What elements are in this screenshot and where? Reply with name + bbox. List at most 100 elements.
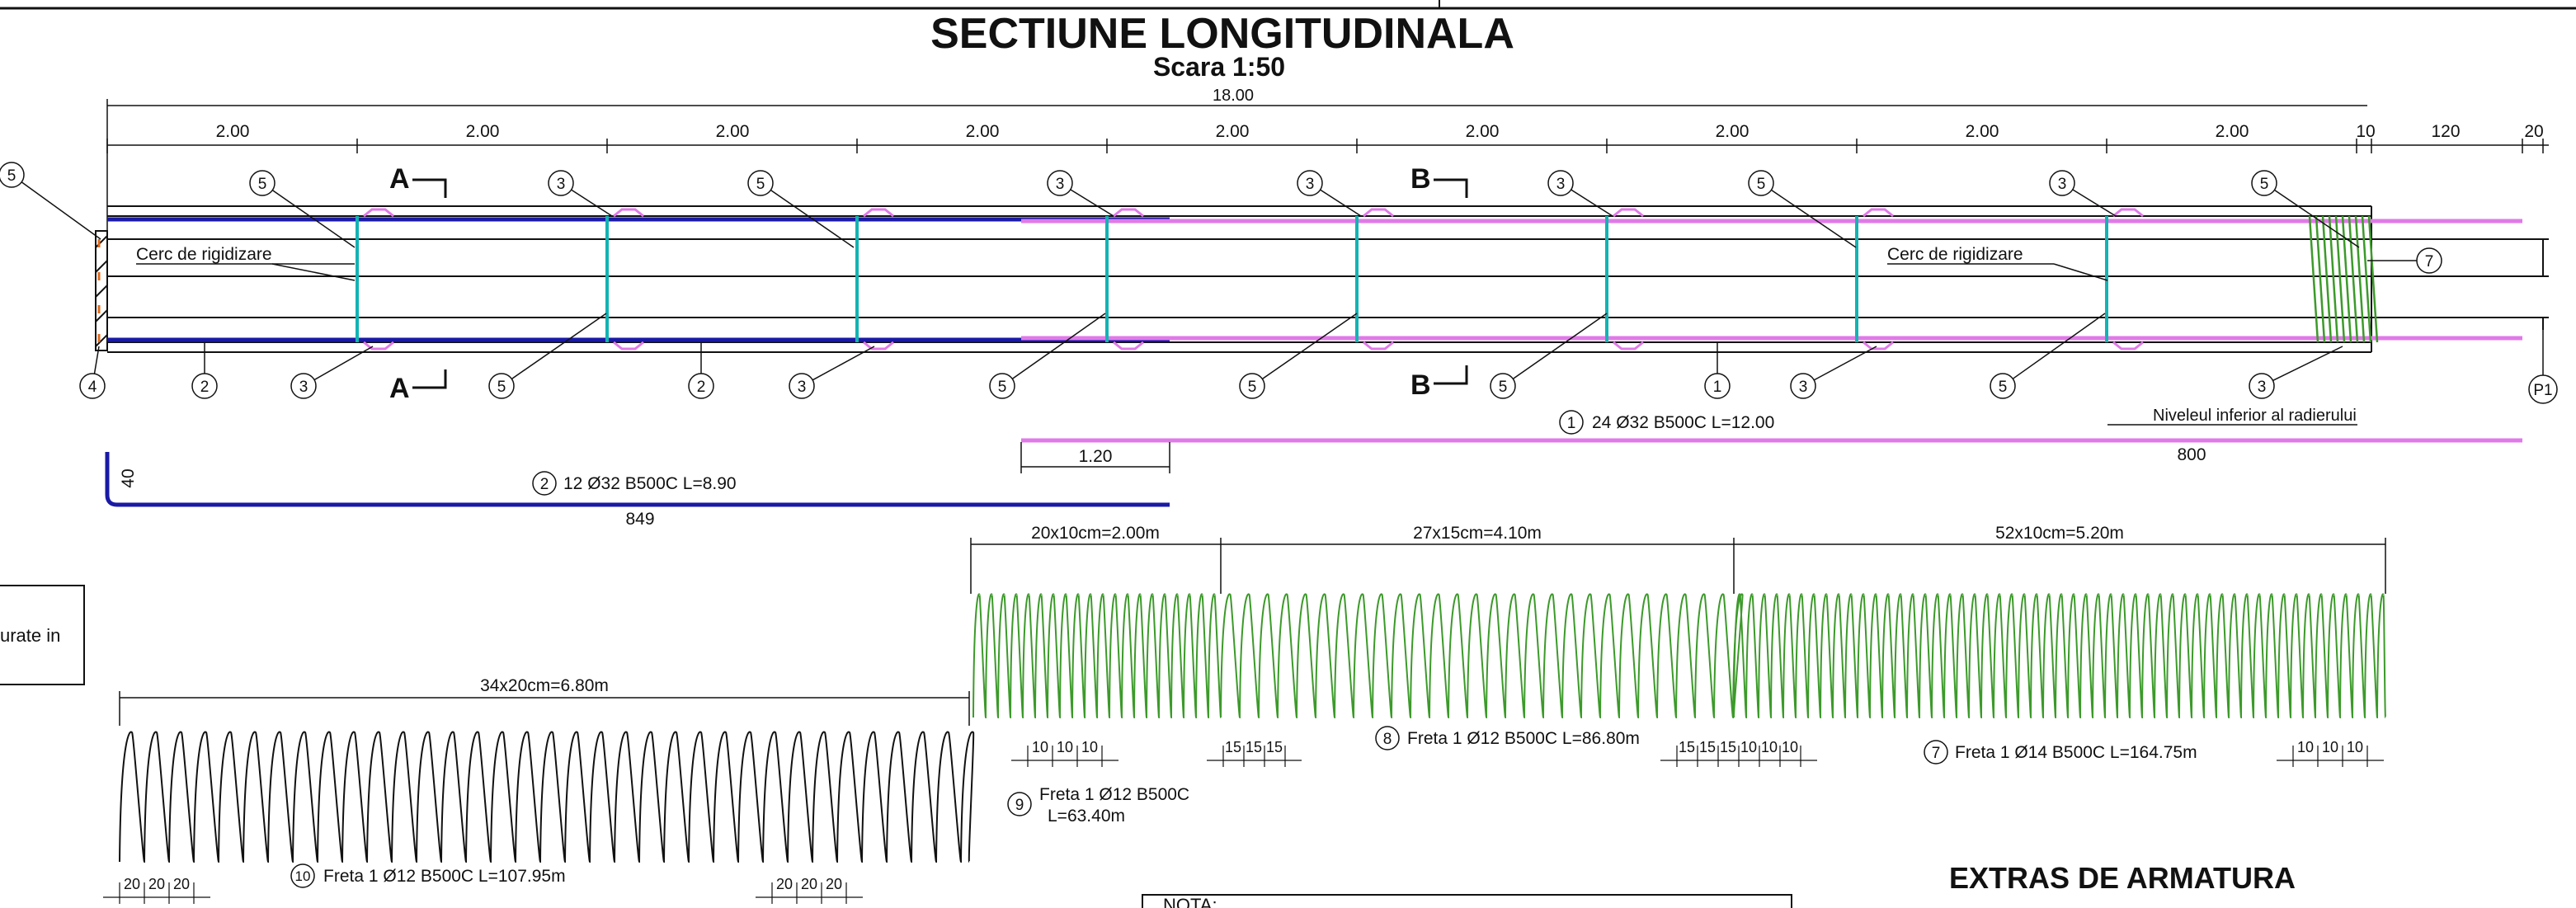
marker-leader	[1770, 189, 1857, 248]
marker-bubble	[1297, 170, 1323, 196]
marker-leader	[1571, 189, 1613, 217]
freta-9-bubble	[1007, 792, 1032, 816]
seg-dim-label: 2.00	[1966, 122, 1999, 141]
note-level: Niveleul inferior al radierului	[2153, 407, 2357, 425]
freta-9-num: 9	[1015, 797, 1024, 814]
marker-num: 7	[2425, 253, 2434, 271]
pitch-label: 10	[1782, 739, 1798, 755]
marker-bubble	[789, 373, 815, 399]
marker-leader	[313, 346, 374, 381]
end-spiral-turn	[2308, 215, 2319, 343]
marker-leader	[2273, 189, 2360, 248]
spiral-10-dim: 34x20cm=6.80m	[480, 676, 609, 695]
bar-1-shape	[1020, 438, 2522, 473]
marker-leader	[1070, 189, 1114, 217]
bar-1-length: 800	[2177, 445, 2206, 464]
marker-leader	[812, 346, 875, 381]
marker-bubble	[1790, 373, 1816, 399]
note-rigid-right: Cerc de rigidizare	[1887, 245, 2023, 264]
end-spiral-turn	[2328, 215, 2339, 343]
marker-bubble	[488, 373, 515, 399]
marker-num: 2	[697, 379, 706, 396]
marker-num: 5	[497, 379, 506, 396]
marker-leader	[2272, 346, 2343, 382]
spiral-8-dimensions	[970, 538, 2386, 594]
clamp-bottom	[1363, 341, 1394, 350]
pitch-label: 20	[148, 876, 165, 892]
section-marker-B-top	[1434, 178, 1468, 198]
pitch-label: 10	[2322, 739, 2338, 755]
marker-bubble	[2251, 170, 2277, 196]
bar-2-num: 2	[540, 476, 549, 493]
bar-1-num: 1	[1567, 415, 1576, 432]
spiral-path	[1220, 593, 1744, 719]
nota-label: NOTA:	[1163, 895, 1217, 908]
overall-dim-label: 18.00	[1213, 87, 1254, 105]
marker-bubble	[1490, 373, 1516, 399]
page-subtitle: Scara 1:50	[1153, 52, 1285, 82]
marker-bubble	[2249, 373, 2275, 399]
marker-leader	[1512, 313, 1608, 380]
pile-outline	[107, 205, 2549, 353]
clamp-top	[1613, 208, 1644, 218]
section-marker-B-bottom	[1434, 365, 1468, 385]
freta-8-bubble	[1375, 726, 1400, 750]
pitch-label: 10	[2347, 739, 2363, 755]
seg-dim-label: 2.00	[716, 122, 750, 141]
section-B-bottom-label: B	[1410, 369, 1431, 401]
marker-num: 5	[756, 176, 765, 193]
bar-2-hook: 40	[119, 468, 138, 487]
marker-num: 3	[2058, 176, 2067, 193]
marker-num: 5	[1999, 379, 2008, 396]
marker-bubble	[2416, 247, 2442, 274]
section-A-top-label: A	[389, 163, 410, 195]
marker-bubble	[1047, 170, 1073, 196]
pitch-callouts	[103, 746, 2384, 904]
seg-dim-label: 2.00	[1716, 122, 1750, 141]
clamp-bottom	[613, 341, 644, 350]
spiral-path	[119, 731, 975, 863]
freta-7-num: 7	[1932, 745, 1941, 762]
end-spiral-turn	[2315, 215, 2326, 343]
marker-num: 3	[1306, 176, 1315, 193]
marker-bubble	[0, 162, 25, 188]
pitch-label: 15	[1246, 739, 1262, 755]
end-dim-20: 20	[2524, 122, 2543, 141]
marker-leader	[271, 189, 356, 248]
note-rigid-left-leader-2	[271, 263, 356, 281]
marker-num: 1	[1713, 379, 1722, 396]
section-marker-A-top	[412, 178, 447, 198]
marker-leader	[571, 189, 613, 217]
end-spiral	[2308, 215, 2379, 343]
section-B-top-label: B	[1410, 163, 1431, 195]
clamp-bottom	[1613, 341, 1644, 350]
pitch-label: 20	[776, 876, 793, 892]
marker-leader	[21, 181, 101, 240]
end-spiral-turn	[2361, 215, 2372, 343]
note-rigid-right-leader-2	[2053, 263, 2108, 281]
clamp-bottom	[1863, 341, 1894, 350]
marker-num: 5	[2260, 176, 2269, 193]
marker-leader	[93, 346, 100, 374]
marker-leader	[1320, 189, 1362, 217]
marker-num: 5	[1757, 176, 1766, 193]
pitch-label: 15	[1699, 739, 1716, 755]
clamp-top	[863, 208, 894, 218]
freta-7-label: Freta 1 Ø14 B500C L=164.75m	[1955, 743, 2197, 762]
left-note-box	[0, 585, 85, 685]
bar-1-hook: 1.20	[1079, 447, 1113, 466]
pitch-label: 10	[1740, 739, 1757, 755]
end-dim-120: 120	[2431, 122, 2460, 141]
clamp-bottom	[863, 341, 894, 350]
marker-num: 5	[1248, 379, 1257, 396]
marker-bubble	[79, 373, 106, 399]
pitch-label: 20	[124, 876, 140, 892]
clamp-bottom	[363, 341, 394, 350]
pitch-label: 20	[826, 876, 842, 892]
marker-num: 4	[88, 379, 97, 396]
pitch-label: 10	[1081, 739, 1098, 755]
stiffening-rings	[356, 208, 2144, 350]
pitch-label: 15	[1679, 739, 1695, 755]
end-dim-10: 10	[2356, 122, 2375, 141]
